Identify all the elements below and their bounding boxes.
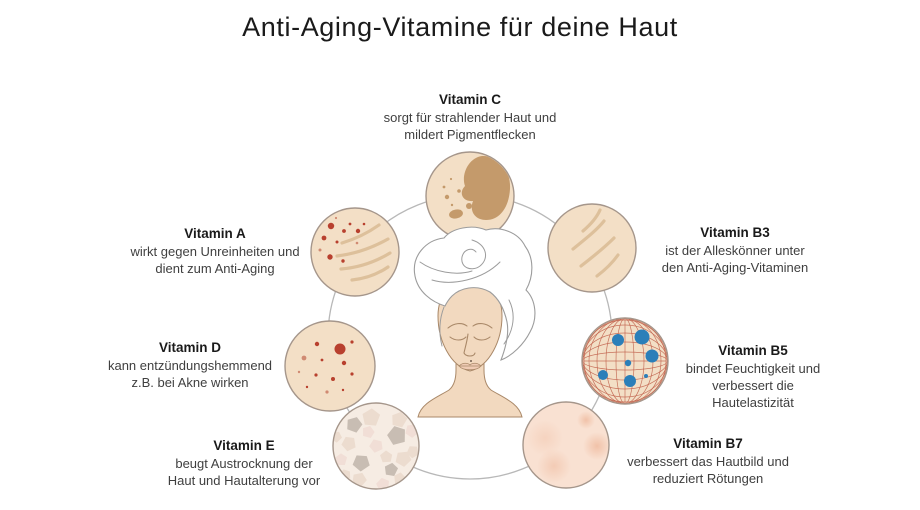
vitamin-d-circle [284,320,376,412]
vitamin-b5-name: Vitamin B5 [718,343,788,358]
vitamin-b5-desc-line-2: verbessert die [712,378,794,393]
vitamin-b7-name: Vitamin B7 [673,436,743,451]
vitamin-b3-circle [547,203,637,293]
impurities-and-wrinkles-skin-icon [318,216,392,282]
vitamin-b3-desc-line-2: den Anti-Aging-Vitaminen [661,260,809,275]
vitamin-e-label: Vitamin E beugt Austrocknung der Haut un… [168,437,320,489]
vitamin-b5-circle [581,317,669,405]
vitamin-c-circle [425,151,515,241]
vitamin-b5-label: Vitamin B5 bindet Feuchtigkeit und verbe… [686,342,820,411]
vitamin-e-name: Vitamin E [213,438,275,453]
vitamin-c-desc-line-1: sorgt für strahlender Haut und [383,110,557,125]
vitamin-c-label: Vitamin C sorgt für strahlender Haut und… [384,91,557,143]
vitamin-b3-name: Vitamin B3 [700,225,770,240]
vitamin-e-desc-line-1: beugt Austrocknung der [175,456,313,471]
vitamin-b3-desc-line-1: ist der Alleskönner unter [665,243,805,258]
page-title: Anti-Aging-Vitamine für deine Haut [242,12,678,42]
vitamin-e-circle [332,402,420,490]
wrinkles-skin-icon [571,208,620,278]
vitamin-b7-circle [522,401,610,489]
vitamin-a-desc-line-2: dient zum Anti-Aging [155,261,275,276]
vitamin-d-desc-line-1: kann entzündungshemmend [107,358,273,373]
face-features [447,323,493,371]
vitamin-a-label: Vitamin A wirkt gegen Unreinheiten und d… [130,225,299,277]
vitamin-d-desc-line-2: z.B. bei Akne wirken [131,375,249,390]
moisture-mesh-sphere-icon [582,318,668,404]
vitamin-a-circle [310,207,400,297]
vitamin-b7-label: Vitamin B7 verbessert das Hautbild und r… [627,435,789,487]
vitamin-d-label: Vitamin D kann entzündungshemmend z.B. b… [108,339,272,391]
vitamin-b7-desc-line-1: verbessert das Hautbild und [627,454,789,469]
vitamin-e-desc-line-2: Haut und Hautalterung vor [167,473,321,488]
vitamin-c-name: Vitamin C [438,92,501,107]
vitamin-b5-desc-line-3: Hautelastizität [712,395,794,410]
vitamin-b5-desc-line-1: bindet Feuchtigkeit und [685,361,821,376]
vitamin-c-desc-line-2: mildert Pigmentflecken [404,127,536,142]
vitamin-b3-label: Vitamin B3 ist der Alleskönner unter den… [662,224,808,276]
acne-spots-skin-icon [297,340,354,394]
redness-skin-icon [527,411,609,483]
vitamin-a-name: Vitamin A [184,226,246,241]
vitamin-a-desc-line-1: wirkt gegen Unreinheiten und [130,244,300,259]
vitamin-b7-desc-line-2: reduziert Rötungen [652,471,764,486]
pigment-spot-skin-icon [442,155,511,220]
woman-with-hair-towel-illustration [413,226,536,418]
vitamin-d-name: Vitamin D [158,340,221,355]
